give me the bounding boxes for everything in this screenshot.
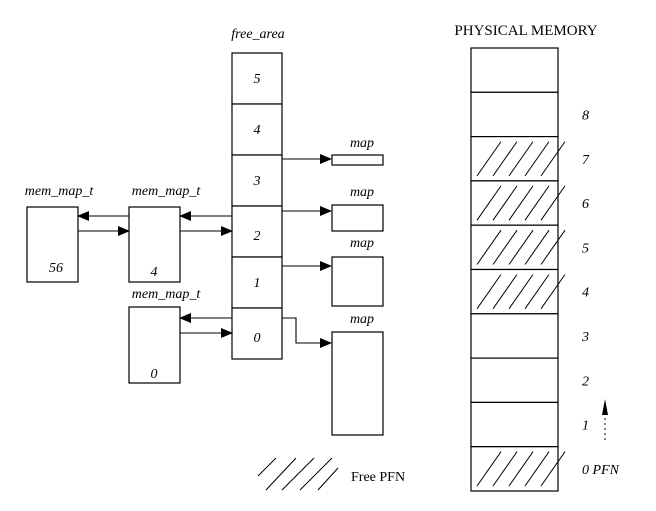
mem-map-box bbox=[128, 206, 181, 283]
physical-frame bbox=[470, 224, 559, 271]
mem-map-value: 4 bbox=[151, 265, 158, 280]
list-arrows bbox=[77, 211, 233, 338]
legend: Free PFN bbox=[257, 457, 405, 491]
mem-map-box bbox=[128, 306, 181, 384]
map-bitmap bbox=[331, 256, 384, 307]
frame-number: 0 PFN bbox=[582, 463, 620, 478]
map-label: map bbox=[350, 136, 374, 151]
free-frame-hatch bbox=[476, 274, 566, 310]
map-bitmaps: map map map map bbox=[331, 136, 384, 436]
physical-frame bbox=[470, 268, 559, 315]
frame-number: 7 bbox=[582, 153, 590, 168]
free-frame-hatch bbox=[476, 229, 566, 265]
physical-memory-title: PHYSICAL MEMORY bbox=[454, 23, 597, 39]
frame-number: 5 bbox=[582, 241, 589, 256]
physical-frame bbox=[470, 446, 559, 492]
physical-frame bbox=[470, 313, 559, 359]
mem-map-box bbox=[26, 206, 79, 283]
map-bitmap bbox=[331, 154, 384, 166]
free-area-index: 4 bbox=[254, 123, 261, 138]
free-area-index: 0 bbox=[254, 331, 261, 346]
free-frame-hatch bbox=[476, 185, 566, 221]
map-bitmap bbox=[331, 204, 384, 232]
mem-map-label: mem_map_t bbox=[132, 184, 202, 199]
free-area-index: 5 bbox=[254, 72, 261, 87]
frame-number: 1 bbox=[582, 419, 589, 434]
physical-frame bbox=[470, 47, 559, 93]
frame-number: 8 bbox=[582, 108, 589, 123]
physical-frame bbox=[470, 180, 559, 226]
free-area-slot bbox=[231, 52, 283, 105]
free-area-array: 5 4 3 2 1 0 bbox=[231, 52, 283, 360]
legend-label: Free PFN bbox=[351, 470, 405, 485]
mem-map-value: 56 bbox=[49, 261, 63, 276]
map-arrows bbox=[282, 154, 332, 348]
arrow bbox=[282, 317, 332, 348]
physical-memory-frames: 8 7 6 5 4 3 2 1 0 PFN bbox=[470, 47, 620, 492]
free-area-index: 1 bbox=[254, 276, 261, 291]
map-label: map bbox=[350, 236, 374, 251]
free-area-title: free_area bbox=[231, 27, 284, 42]
free-frame-hatch bbox=[476, 141, 566, 177]
physical-frame bbox=[470, 357, 559, 404]
pfn-pointer bbox=[602, 399, 608, 440]
free-frame-hatch bbox=[476, 451, 566, 487]
frame-number: 6 bbox=[582, 197, 589, 212]
mem-map-structures: mem_map_t 56 mem_map_t 4 mem_map_t 0 bbox=[25, 184, 202, 384]
map-label: map bbox=[350, 185, 374, 200]
physical-frame bbox=[470, 91, 559, 138]
mem-map-label: mem_map_t bbox=[132, 287, 202, 302]
physical-frame bbox=[470, 136, 559, 182]
free-area-slot bbox=[231, 103, 283, 156]
free-area-slot bbox=[231, 205, 283, 258]
frame-number: 2 bbox=[582, 374, 589, 389]
pfn-pointer-head bbox=[602, 399, 608, 415]
map-label: map bbox=[350, 312, 374, 327]
legend-hatch-swatch bbox=[257, 457, 339, 491]
map-bitmap bbox=[331, 331, 384, 436]
mem-map-label: mem_map_t bbox=[25, 184, 95, 199]
free-area-index: 2 bbox=[254, 229, 261, 244]
frame-number: 3 bbox=[581, 330, 589, 345]
physical-frame bbox=[470, 401, 559, 448]
frame-number: 4 bbox=[582, 286, 589, 301]
free-area-index: 3 bbox=[253, 174, 261, 189]
mem-map-value: 0 bbox=[151, 367, 158, 382]
